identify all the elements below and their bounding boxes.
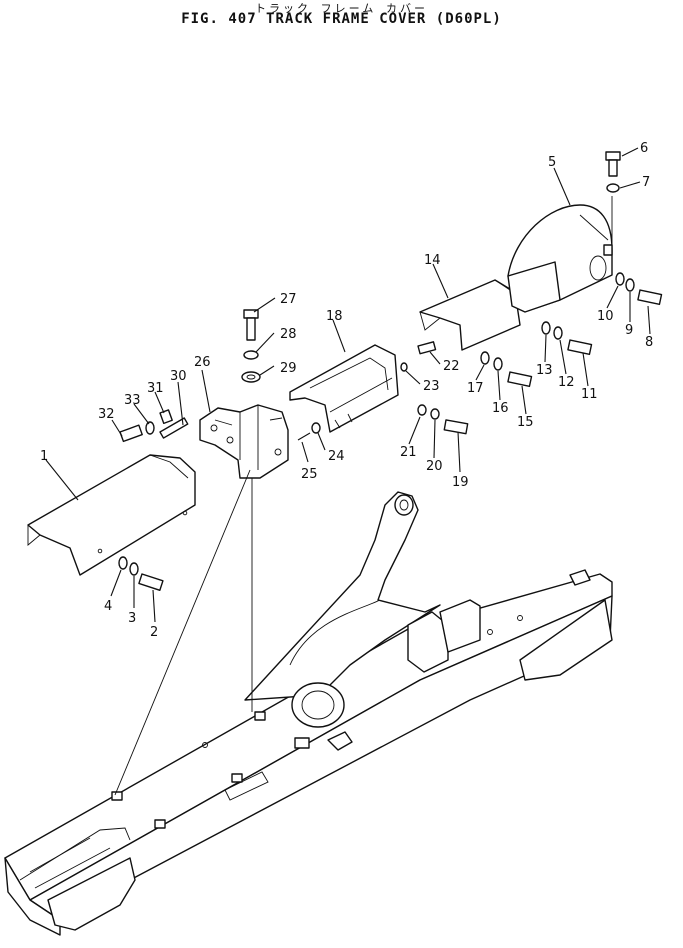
callout-3: 3	[128, 611, 136, 626]
callout-25: 25	[301, 467, 318, 482]
figure-title: FIG. 407 TRACK FRAME COVER (D60PL)	[181, 11, 502, 27]
rear-cover-part-14	[419, 279, 523, 351]
callout-17: 17	[467, 381, 484, 396]
callout-21: 21	[400, 445, 417, 460]
callout-22: 22	[443, 359, 460, 374]
callout-24: 24	[328, 449, 345, 464]
callout-6: 6	[640, 141, 648, 156]
callout-15: 15	[517, 415, 534, 430]
front-cover-part-1	[27, 454, 196, 576]
callout-19: 19	[452, 475, 469, 490]
callout-32: 32	[98, 407, 115, 422]
callout-labels: 1 2 3 4 5 6 7 8 9 10 11 12 13 14 15 16 1…	[40, 141, 653, 640]
callout-16: 16	[492, 401, 509, 416]
callout-13: 13	[536, 363, 553, 378]
leader-lines	[45, 147, 651, 623]
callout-10: 10	[597, 309, 614, 324]
callout-26: 26	[194, 355, 211, 370]
callout-12: 12	[558, 375, 575, 390]
callout-5: 5	[548, 155, 556, 170]
callout-28: 28	[280, 327, 297, 342]
callout-4: 4	[104, 599, 112, 614]
sprocket-cover-part-5	[507, 204, 613, 313]
middle-cover-part-18	[289, 344, 399, 433]
callout-7: 7	[642, 175, 650, 190]
callout-1: 1	[40, 449, 48, 464]
callout-30: 30	[170, 369, 187, 384]
callout-14: 14	[424, 253, 441, 268]
fasteners	[118, 151, 663, 592]
callout-27: 27	[280, 292, 297, 307]
callout-11: 11	[581, 387, 598, 402]
assembly-lines	[114, 196, 613, 796]
callout-29: 29	[280, 361, 297, 376]
track-frame	[4, 491, 613, 936]
callout-2: 2	[150, 625, 158, 640]
callout-18: 18	[326, 309, 343, 324]
bracket-part-26	[199, 404, 289, 479]
callout-8: 8	[645, 335, 653, 350]
callout-33: 33	[124, 393, 141, 408]
callout-9: 9	[625, 323, 633, 338]
callout-20: 20	[426, 459, 443, 474]
callout-23: 23	[423, 379, 440, 394]
figure-subtitle-japanese: トラック フレーム カバー	[255, 2, 428, 15]
callout-31: 31	[147, 381, 164, 396]
